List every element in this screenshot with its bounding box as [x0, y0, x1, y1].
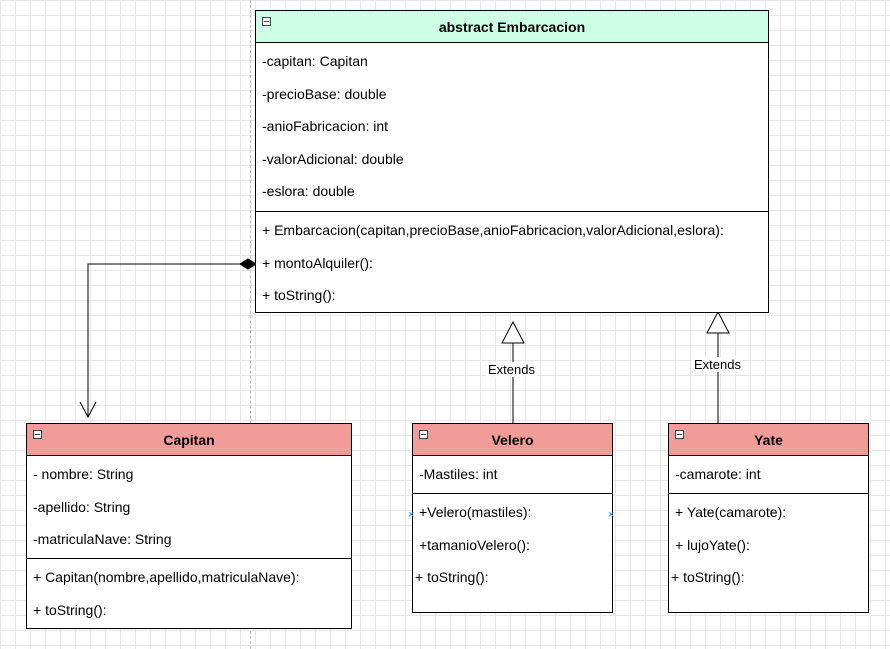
method-row[interactable]: + toString(): — [415, 569, 489, 585]
yate-generalization-triangle — [706, 310, 730, 334]
class-velero-name: Velero — [491, 431, 534, 448]
class-capitan-header[interactable]: Capitan — [27, 424, 351, 456]
class-yate-attributes: -camarote: int — [669, 456, 868, 494]
velero-generalization-triangle — [501, 320, 525, 344]
class-embarcacion[interactable]: abstract Embarcacion -capitan: Capitan -… — [255, 10, 769, 313]
class-capitan-methods: + Capitan(nombre,apellido,matriculaNave)… — [27, 559, 351, 626]
attribute-row[interactable]: -Mastiles: int — [419, 466, 498, 482]
composition-arrowhead — [79, 401, 97, 419]
attribute-row[interactable]: -capitan: Capitan — [262, 53, 368, 69]
method-row[interactable]: + montoAlquiler(): — [262, 254, 373, 271]
class-capitan[interactable]: Capitan - nombre: String -apellido: Stri… — [26, 423, 352, 629]
attribute-row[interactable]: -matriculaNave: String — [33, 531, 172, 547]
attribute-row[interactable]: - nombre: String — [33, 466, 134, 482]
class-velero[interactable]: Velero -Mastiles: int +Velero(mastiles):… — [412, 423, 613, 613]
connection-anchor-icon[interactable]: × — [408, 509, 415, 521]
class-yate[interactable]: Yate -camarote: int + Yate(camarote): + … — [668, 423, 869, 613]
composition-edge — [87, 263, 240, 417]
method-row[interactable]: +tamanioVelero(): — [419, 536, 530, 553]
method-row[interactable]: + toString(): — [33, 601, 107, 618]
attribute-row[interactable]: -camarote: int — [675, 466, 761, 482]
method-row[interactable]: + lujoYate(): — [675, 536, 750, 553]
method-row[interactable]: + Capitan(nombre,apellido,matriculaNave)… — [33, 569, 300, 585]
collapse-icon[interactable] — [419, 430, 428, 439]
class-capitan-name: Capitan — [163, 431, 215, 448]
method-row[interactable]: + Embarcacion(capitan,precioBase,anioFab… — [262, 222, 724, 238]
velero-extends-label: Extends — [486, 362, 537, 377]
class-yate-name: Yate — [754, 431, 783, 448]
method-row[interactable]: +Velero(mastiles): — [419, 504, 532, 520]
method-row[interactable]: + toString(): — [262, 287, 336, 303]
composition-diamond — [239, 258, 257, 270]
class-embarcacion-header[interactable]: abstract Embarcacion — [256, 11, 768, 43]
attribute-row[interactable]: -apellido: String — [33, 498, 131, 515]
attribute-row[interactable]: -eslora: double — [262, 183, 355, 199]
connection-anchor-icon[interactable]: × — [608, 509, 615, 521]
class-embarcacion-attributes: -capitan: Capitan -precioBase: double -a… — [256, 43, 768, 212]
method-row[interactable]: + toString(): — [671, 569, 745, 585]
attribute-row[interactable]: -valorAdicional: double — [262, 150, 404, 167]
attribute-row[interactable]: -anioFabricacion: int — [262, 118, 389, 134]
class-capitan-attributes: - nombre: String -apellido: String -matr… — [27, 456, 351, 559]
class-velero-header[interactable]: Velero — [413, 424, 612, 456]
collapse-icon[interactable] — [33, 430, 42, 439]
class-velero-methods: +Velero(mastiles): +tamanioVelero(): + t… — [413, 494, 612, 594]
page-guide-line — [250, 0, 251, 649]
class-velero-attributes: -Mastiles: int — [413, 456, 612, 494]
yate-extends-label: Extends — [692, 357, 743, 372]
collapse-icon[interactable] — [675, 430, 684, 439]
class-yate-methods: + Yate(camarote): + lujoYate(): + toStri… — [669, 494, 868, 594]
class-embarcacion-methods: + Embarcacion(capitan,precioBase,anioFab… — [256, 212, 768, 312]
method-row[interactable]: + Yate(camarote): — [675, 504, 787, 520]
class-embarcacion-name: abstract Embarcacion — [438, 18, 586, 35]
class-yate-header[interactable]: Yate — [669, 424, 868, 456]
collapse-icon[interactable] — [262, 17, 271, 26]
attribute-row[interactable]: -precioBase: double — [262, 85, 387, 102]
